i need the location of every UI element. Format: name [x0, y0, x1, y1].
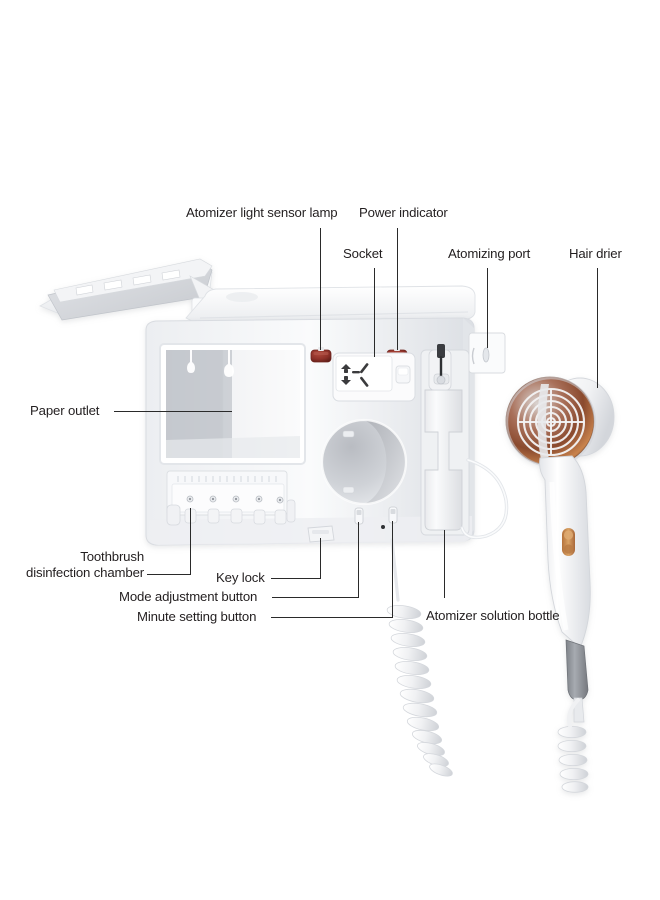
leader-mode-adjustment-h	[272, 597, 359, 598]
label-atomizer-solution-bottle: Atomizer solution bottle	[426, 608, 560, 623]
label-mode-adjustment-button: Mode adjustment button	[119, 589, 258, 604]
label-hair-drier: Hair drier	[569, 246, 622, 261]
leader-power-indicator	[397, 228, 398, 350]
label-atomizing-port: Atomizing port	[448, 246, 531, 261]
socket-panel	[332, 352, 416, 402]
label-socket: Socket	[343, 246, 383, 261]
power-cord	[460, 458, 509, 540]
uv-lamp-group	[187, 350, 234, 377]
label-atomizer-light-sensor-lamp: Atomizer light sensor lamp	[186, 205, 338, 220]
label-paper-outlet: Paper outlet	[30, 403, 100, 418]
label-minute-setting-button: Minute setting button	[137, 609, 257, 624]
key-lock-tab	[307, 525, 335, 543]
leader-key-lock-v	[320, 538, 321, 579]
leader-toothbrush-chamber-v	[190, 508, 191, 575]
toothbrush-slot-group	[184, 495, 287, 525]
leader-atomizing-port	[487, 268, 488, 348]
mode-adjustment-button-part	[354, 507, 364, 525]
flip-lid	[39, 258, 239, 329]
leader-socket	[374, 268, 375, 357]
leader-toothbrush-chamber-h	[147, 574, 190, 575]
leader-key-lock-h	[271, 578, 321, 579]
body-top-cap	[185, 285, 476, 326]
solution-bottle-compartment	[420, 344, 470, 536]
socket-pin-glyphs	[341, 363, 369, 387]
minute-setting-button-part	[388, 506, 398, 524]
hair-drier	[505, 376, 615, 793]
leader-minute-setting-h	[271, 617, 393, 618]
leader-hair-drier	[597, 268, 598, 388]
coiled-cord-center	[386, 538, 453, 777]
toothbrush-chamber	[166, 470, 296, 526]
label-toothbrush-disinfection-chamber: Toothbrush disinfection chamber	[26, 549, 144, 580]
leader-minute-setting-v	[392, 521, 393, 618]
control-button-group	[354, 506, 398, 529]
atomizer-light-sensor-lamp-part	[310, 347, 332, 363]
leader-paper-outlet	[114, 411, 232, 412]
coiled-cord-dryer	[557, 726, 589, 793]
label-power-indicator: Power indicator	[359, 205, 448, 220]
leader-atomizer-solution-bottle	[444, 530, 445, 598]
dryer-cradle	[320, 418, 408, 506]
paper-chamber	[159, 343, 306, 465]
label-key-lock: Key lock	[216, 570, 265, 585]
leader-mode-adjustment-v	[358, 522, 359, 598]
leader-atomizer-light-sensor-lamp	[320, 228, 321, 350]
